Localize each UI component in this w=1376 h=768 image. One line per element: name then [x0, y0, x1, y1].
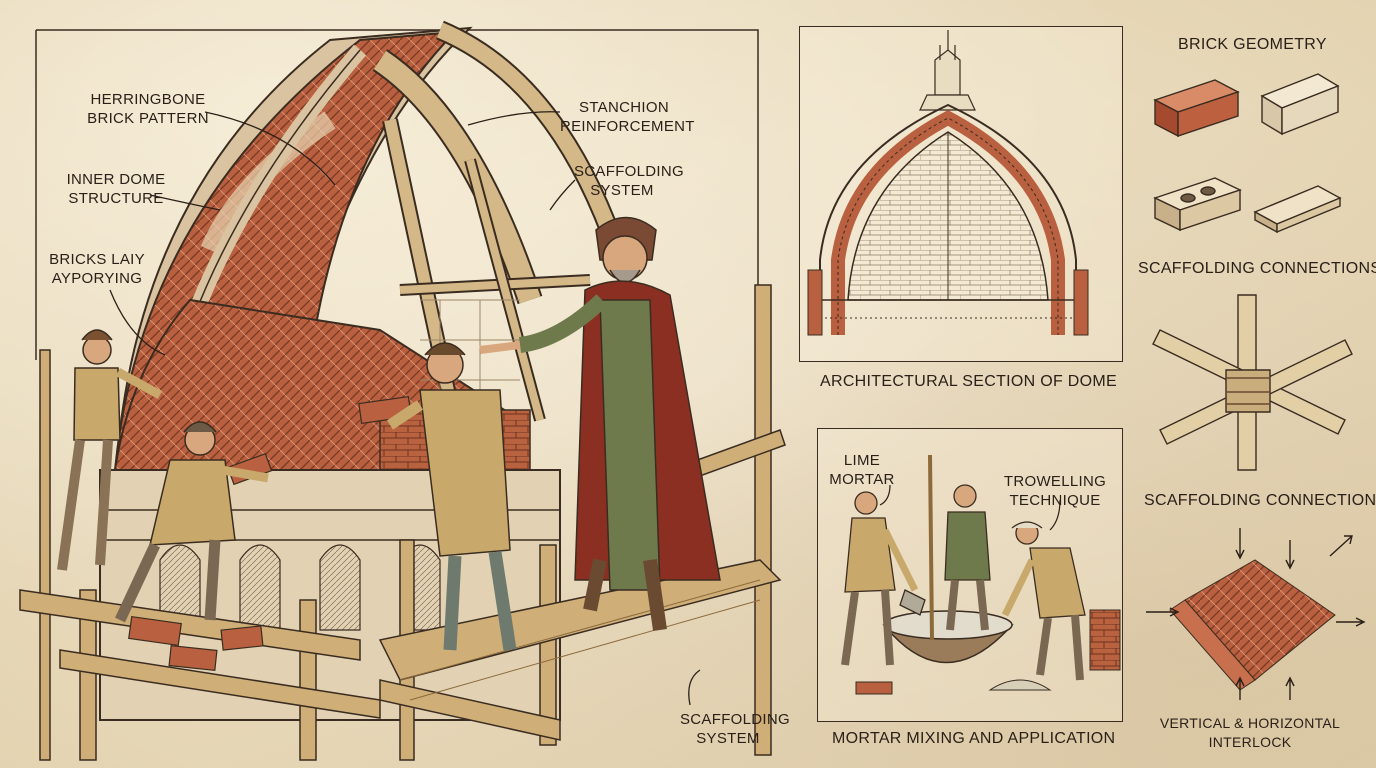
- label-trowelling-technique: TROWELLING TECHNIQUE: [1003, 473, 1107, 509]
- section-caption: ARCHITECTURAL SECTION OF DOME: [820, 373, 1118, 390]
- scaffolding-connections-title-2: SCAFFOLDING CONNECTIONS: [1144, 492, 1376, 509]
- interlock-caption: VERTICAL & HORIZONTAL INTERLOCK: [1159, 715, 1341, 750]
- scaffolding-foreground: [19, 284, 786, 761]
- label-scaffolding-system-bottom: SCAFFOLDING SYSTEM: [680, 711, 790, 747]
- label-stanchion-reinforcement: STANCHION REINFORCEMENT: [560, 99, 695, 135]
- label-inner-dome-structure: INNER DOME STRUCTURE: [66, 171, 166, 207]
- worker-left: [57, 329, 163, 571]
- label-bricks-laid: BRICKS LAIY AYPORYING: [49, 251, 145, 287]
- label-scaffolding-system-top: SCAFFOLDING SYSTEM: [574, 163, 684, 199]
- master-builder: [479, 216, 721, 631]
- brick-geometry-title: BRICK GEOMETRY: [1178, 36, 1327, 53]
- worker-kneeling: [115, 421, 269, 623]
- mortar-caption: MORTAR MIXING AND APPLICATION: [832, 730, 1116, 747]
- label-lime-mortar: LIME MORTAR: [829, 452, 895, 488]
- scaffolding-connections-title-1: SCAFFOLDING CONNECTIONS: [1138, 260, 1376, 277]
- worker-center: [386, 342, 517, 651]
- label-herringbone-brick-pattern: HERRINGBONE BRICK PATTERN: [87, 91, 209, 127]
